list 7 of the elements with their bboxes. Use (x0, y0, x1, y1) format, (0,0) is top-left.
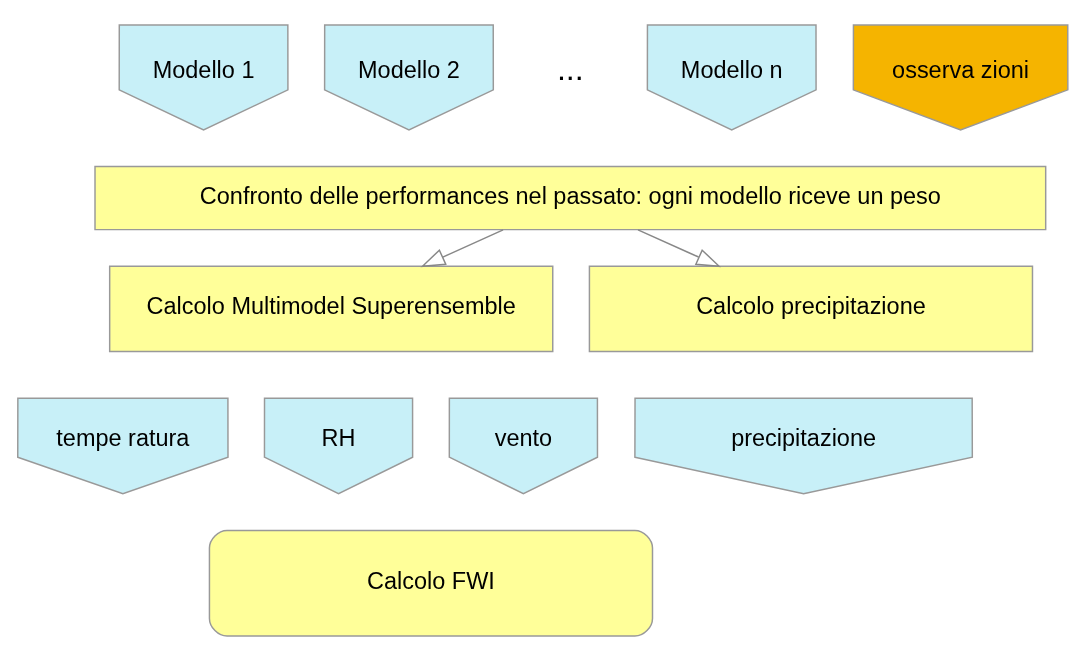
node-box: Confronto delle performances nel passato: ogni modello riceve un peso (94, 165, 1047, 231)
node-box: Calcolo Multimodel Superensemble (108, 265, 554, 353)
label: ... (556, 51, 584, 88)
node-box: Calcolo FWI (208, 529, 654, 637)
arrow (420, 229, 504, 268)
arrow (637, 229, 722, 268)
node-box: Calcolo precipitazione (588, 265, 1034, 353)
